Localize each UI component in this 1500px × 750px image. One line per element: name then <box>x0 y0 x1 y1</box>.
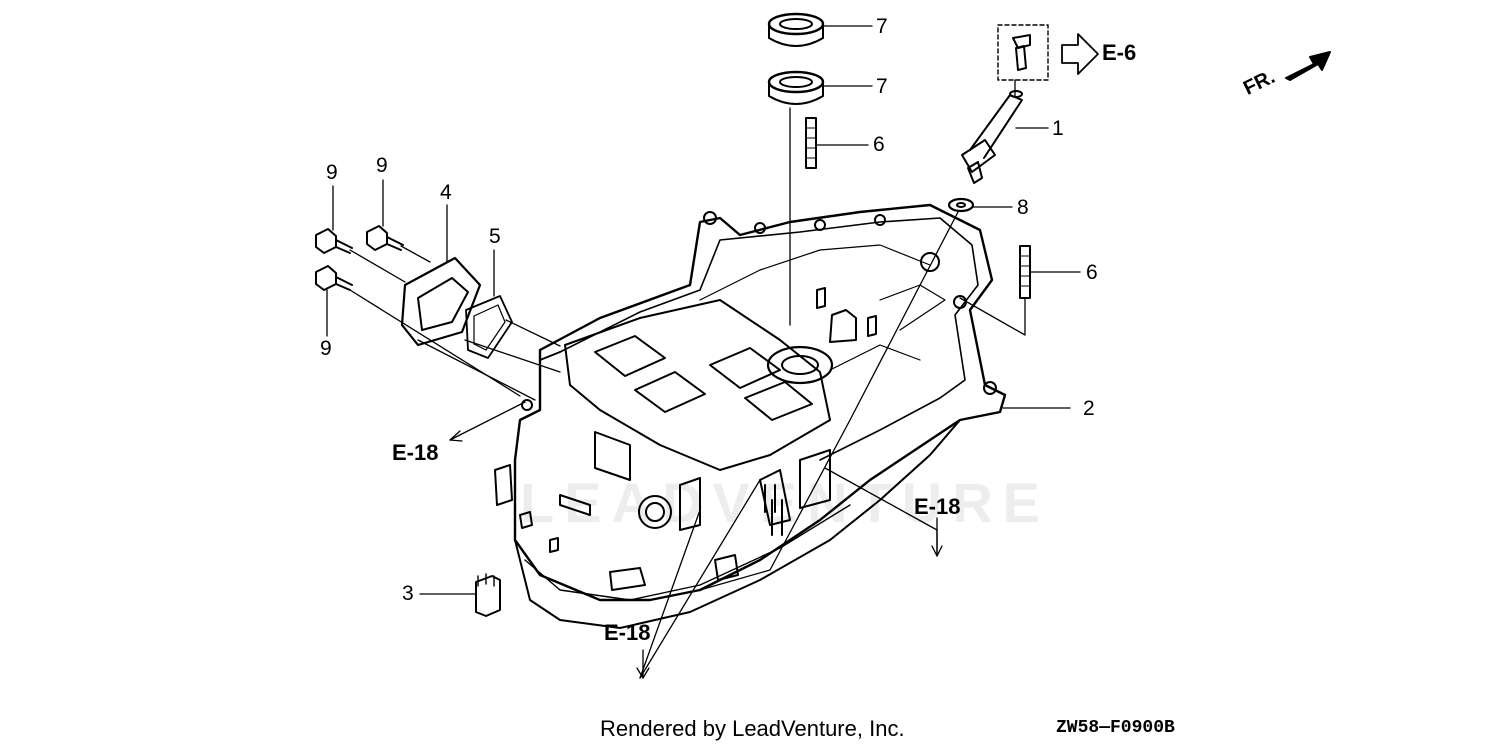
tube-fitting <box>997 24 1049 81</box>
callout-9-top-left: 9 <box>326 161 338 184</box>
callout-6-right: 6 <box>1086 261 1098 284</box>
bolt-top <box>366 225 404 251</box>
callout-7-lower: 7 <box>876 75 888 98</box>
leader-lines <box>326 25 1081 679</box>
oil-case-body <box>494 203 1007 629</box>
callout-3: 3 <box>402 582 414 605</box>
callout-5: 5 <box>489 225 501 248</box>
callout-8: 8 <box>1017 196 1029 219</box>
callout-6-upper: 6 <box>873 133 885 156</box>
reference-e18-right[interactable]: E-18 <box>914 494 961 519</box>
watermark: LEADVENTURE <box>520 471 1051 534</box>
drawing-code: ZW58—F0900B <box>1056 718 1175 738</box>
stud-right <box>1019 245 1031 299</box>
stud-upper <box>805 117 817 169</box>
water-tube <box>961 90 1023 184</box>
callout-9-bottom: 9 <box>320 337 332 360</box>
render-credit: Rendered by LeadVenture, Inc. <box>600 716 905 741</box>
reference-e18-left[interactable]: E-18 <box>392 440 439 465</box>
bolt-lower-left <box>315 265 353 291</box>
callout-4: 4 <box>440 181 452 204</box>
reference-e6[interactable]: E-6 <box>1102 40 1137 65</box>
front-direction-arrow <box>1285 51 1331 81</box>
e6-hollow-arrow <box>1061 33 1099 75</box>
callout-1: 1 <box>1052 117 1064 140</box>
cover-plate <box>400 256 482 347</box>
callout-2: 2 <box>1083 397 1095 420</box>
callout-9-top: 9 <box>376 154 388 177</box>
oil-seal-lower <box>767 70 825 105</box>
reference-e18-bottom[interactable]: E-18 <box>604 620 651 645</box>
callout-7-upper: 7 <box>876 15 888 38</box>
washer <box>947 197 975 213</box>
bolt-top-left <box>315 228 353 254</box>
oil-seal-upper <box>767 12 825 47</box>
clip <box>475 573 501 617</box>
gasket <box>465 295 513 359</box>
